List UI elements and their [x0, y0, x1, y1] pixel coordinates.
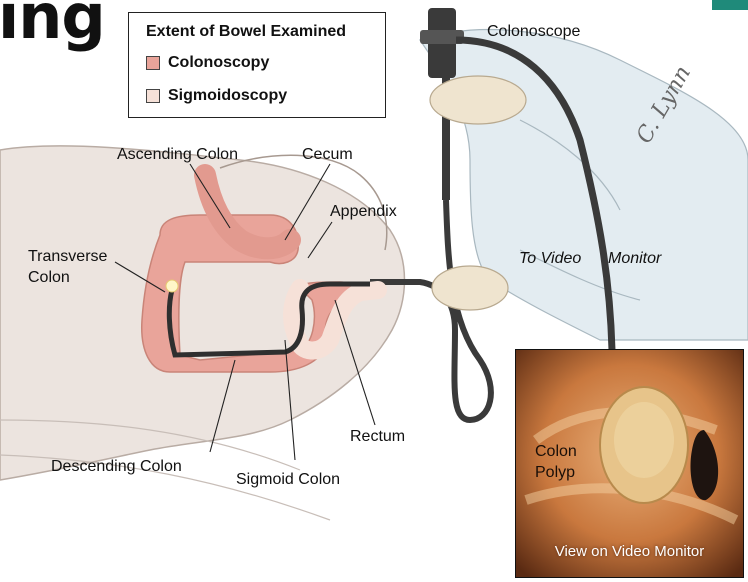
legend-label-sigmoidoscopy: Sigmoidoscopy: [168, 87, 287, 105]
label-ascending-colon: Ascending Colon: [117, 145, 238, 164]
legend-item-colonoscopy: Colonoscopy: [146, 54, 269, 72]
corner-accent-tab: [712, 0, 748, 10]
label-monitor: Monitor: [608, 249, 661, 268]
legend-box: Extent of Bowel Examined Colonoscopy Sig…: [128, 12, 386, 118]
legend-title: Extent of Bowel Examined: [146, 23, 346, 41]
label-colonoscope: Colonoscope: [487, 22, 580, 41]
label-polyp-line2: Polyp: [535, 463, 575, 482]
label-rectum: Rectum: [350, 427, 405, 446]
legend-item-sigmoidoscopy: Sigmoidoscopy: [146, 87, 287, 105]
heading-fragment: ing: [0, 0, 105, 48]
label-cecum: Cecum: [302, 145, 353, 164]
label-to-video: To Video: [519, 249, 581, 268]
video-monitor-inset: Colon Polyp View on Video Monitor: [515, 349, 744, 578]
scope-tip-light: [166, 280, 178, 292]
legend-label-colonoscopy: Colonoscopy: [168, 54, 269, 72]
sigmoidoscopy-swatch: [146, 89, 160, 103]
inset-caption: View on Video Monitor: [516, 543, 743, 560]
label-transverse-colon-line1: Transverse: [28, 247, 107, 266]
upper-glove: [430, 76, 526, 124]
label-polyp-line1: Colon: [535, 442, 577, 461]
label-sigmoid-colon: Sigmoid Colon: [236, 470, 340, 489]
label-appendix: Appendix: [330, 202, 397, 221]
label-descending-colon: Descending Colon: [51, 457, 182, 476]
label-transverse-colon-line2: Colon: [28, 268, 70, 287]
colonoscopy-swatch: [146, 56, 160, 70]
lower-glove: [432, 266, 508, 310]
